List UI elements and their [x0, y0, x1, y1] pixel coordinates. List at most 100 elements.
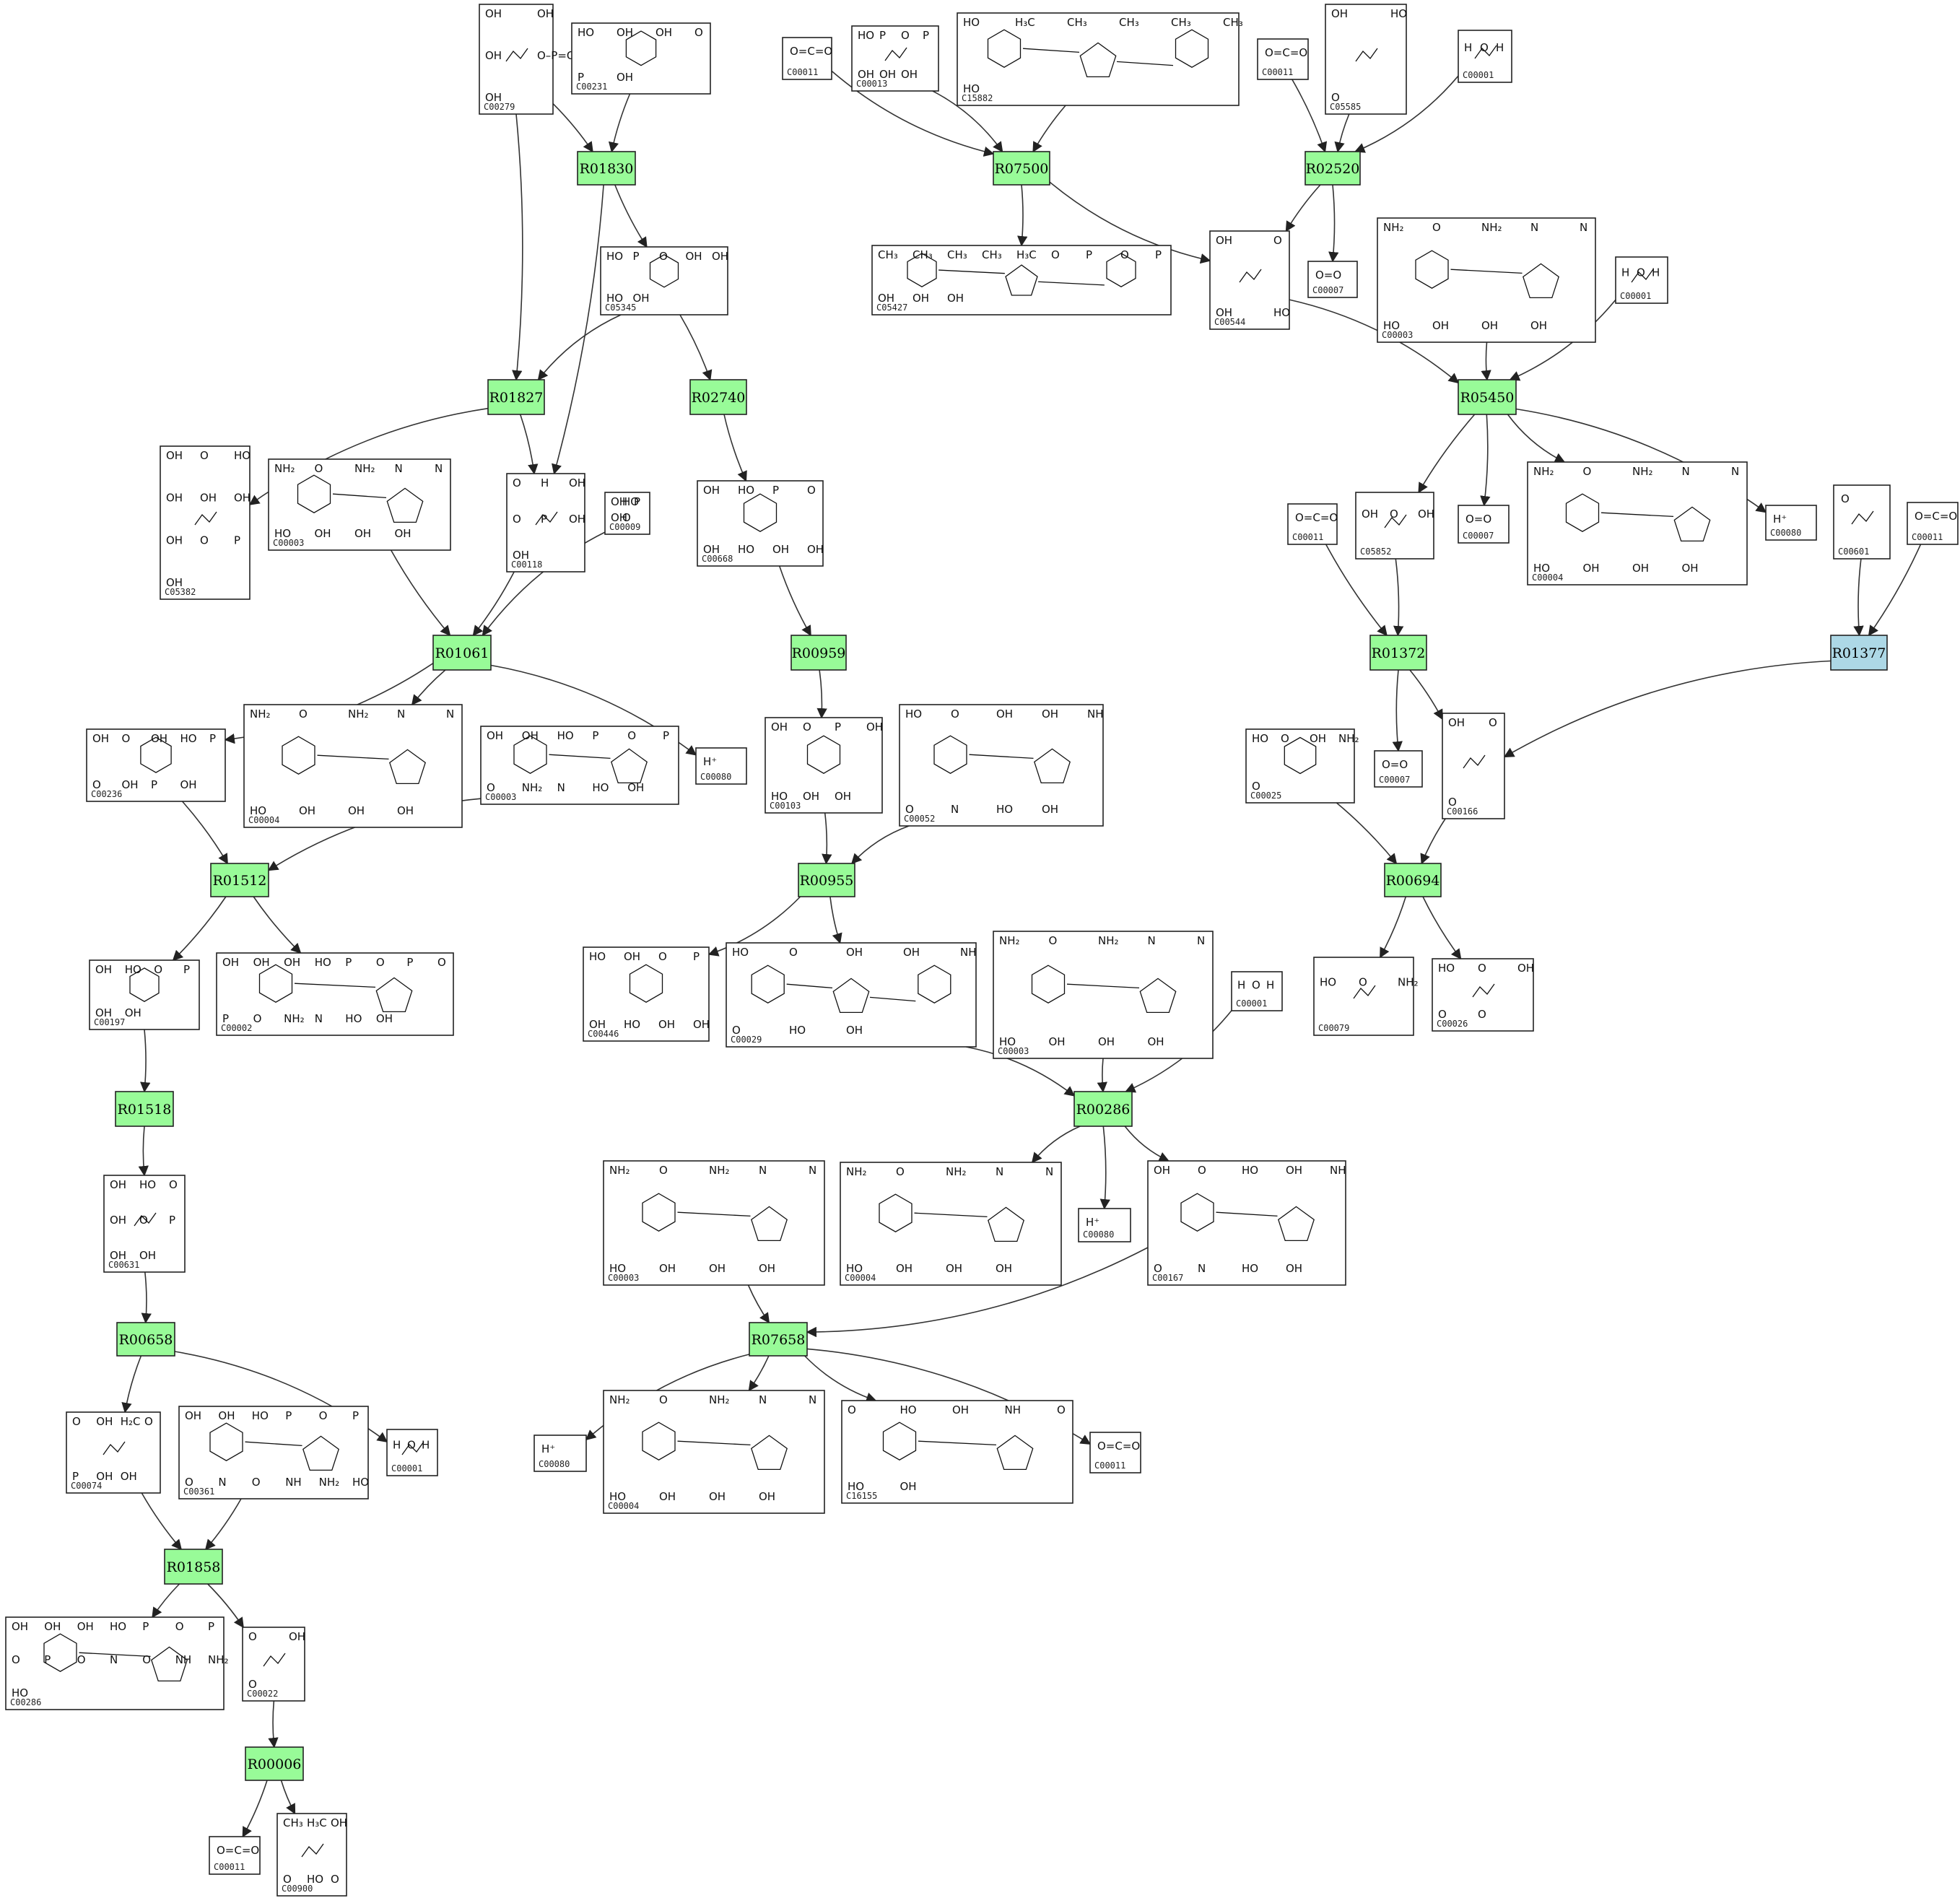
- reaction-node-r00694[interactable]: R00694: [1384, 863, 1442, 897]
- compound-box: [765, 717, 883, 814]
- reaction-node-r01372[interactable]: R01372: [1369, 635, 1427, 671]
- structure-sketch-icon: [884, 47, 907, 61]
- reaction-node-r01827[interactable]: R01827: [487, 379, 545, 415]
- atom-label: O: [299, 708, 308, 721]
- compound-c00080[interactable]: H⁺C00080: [1765, 505, 1817, 541]
- reaction-node-r01512[interactable]: R01512: [210, 863, 269, 897]
- reaction-node-r01061[interactable]: R01061: [432, 635, 492, 671]
- compound-c00080[interactable]: H⁺C00080: [1078, 1208, 1131, 1242]
- compound-box: [479, 4, 554, 115]
- atom-label: OH: [1098, 1035, 1115, 1048]
- reaction-node-r00658[interactable]: R00658: [116, 1322, 175, 1357]
- reaction-box: [1830, 635, 1888, 671]
- reaction-node-r01518[interactable]: R01518: [115, 1091, 174, 1127]
- reaction-node-r01830[interactable]: R01830: [577, 151, 636, 186]
- atom-label: NH₂: [1383, 221, 1404, 234]
- reaction-node-r07658[interactable]: R07658: [749, 1322, 808, 1357]
- atom-label: N: [557, 781, 565, 794]
- atom-label: OH: [1331, 7, 1348, 20]
- reaction-node-r00006[interactable]: R00006: [245, 1746, 304, 1781]
- reaction-node-r05450[interactable]: R05450: [1458, 379, 1517, 415]
- atom-label: NH₂: [946, 1165, 967, 1178]
- reaction-node-r02740[interactable]: R02740: [689, 379, 747, 415]
- compound-id-label: C00025: [1250, 791, 1281, 801]
- reaction-node-r00959[interactable]: R00959: [790, 635, 847, 671]
- reaction-node-r00955[interactable]: R00955: [798, 863, 855, 897]
- atom-label: O: [376, 956, 385, 969]
- reaction-node-r01858[interactable]: R01858: [164, 1549, 223, 1585]
- compound-id-label: C05427: [876, 302, 907, 313]
- structure-sketch-icon: [209, 1422, 339, 1471]
- atom-label: OH: [658, 1018, 675, 1031]
- atom-label: P: [693, 950, 700, 963]
- compound-c00080[interactable]: H⁺C00080: [695, 747, 747, 785]
- reaction-node-r07500[interactable]: R07500: [993, 151, 1050, 186]
- reaction-node-r02520[interactable]: R02520: [1305, 151, 1361, 186]
- reaction-node-r01377[interactable]: R01377: [1830, 635, 1888, 671]
- compound-c00080[interactable]: H⁺C00080: [533, 1435, 587, 1472]
- atom-label: NH₂: [1632, 465, 1653, 478]
- edge-r6-c22: [1480, 414, 1491, 507]
- reaction-node-r00286[interactable]: R00286: [1073, 1091, 1133, 1127]
- compound-id-label: C00003: [1382, 330, 1413, 340]
- atom-label: O: [1489, 716, 1497, 729]
- edge-c16-r7: [390, 549, 451, 637]
- atom-label: OH: [284, 956, 300, 969]
